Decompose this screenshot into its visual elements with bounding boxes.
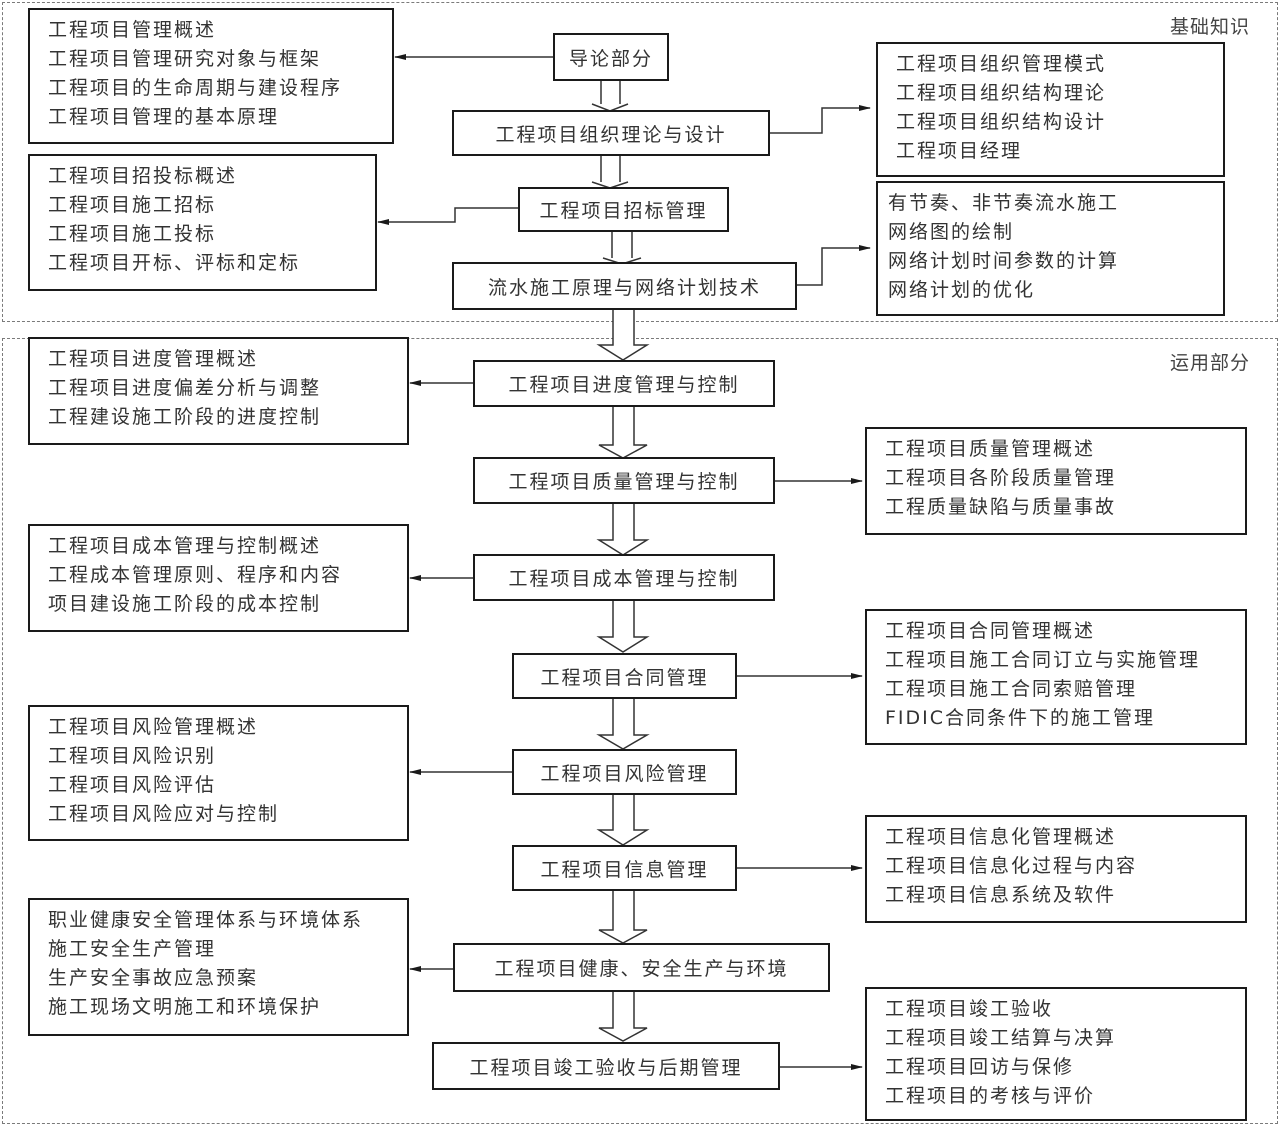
- detail-item: 网络计划的优化: [888, 279, 1036, 301]
- detail-item: 工程项目风险应对与控制: [48, 803, 280, 825]
- node-schedule: 工程项目进度管理与控制: [473, 360, 775, 407]
- node-flow-construction: 流水施工原理与网络计划技术: [452, 262, 797, 310]
- detail-intro: 工程项目管理概述 工程项目管理研究对象与框架 工程项目的生命周期与建设程序 工程…: [28, 8, 394, 144]
- node-organization: 工程项目组织理论与设计: [452, 110, 770, 156]
- detail-item: 工程项目成本管理与控制概述: [48, 535, 322, 557]
- detail-item: 工程项目招投标概述: [48, 165, 238, 187]
- node-contract: 工程项目合同管理: [512, 653, 737, 699]
- detail-item: 网络图的绘制: [888, 221, 1015, 243]
- detail-item: 工程项目竣工结算与决算: [885, 1027, 1117, 1049]
- detail-item: 工程项目施工合同订立与实施管理: [885, 649, 1201, 671]
- section-label-basic: 基础知识: [1170, 16, 1251, 38]
- detail-bidding: 工程项目招投标概述 工程项目施工招标 工程项目施工投标 工程项目开标、评标和定标: [28, 154, 377, 291]
- node-hse: 工程项目健康、安全生产与环境: [453, 943, 830, 992]
- detail-item: 生产安全事故应急预案: [48, 967, 259, 989]
- detail-item: 工程项目风险评估: [48, 774, 217, 796]
- detail-risk: 工程项目风险管理概述 工程项目风险识别 工程项目风险评估 工程项目风险应对与控制: [28, 705, 409, 841]
- node-label: 工程项目风险管理: [540, 762, 709, 785]
- detail-item: 工程项目组织结构理论: [896, 82, 1107, 104]
- detail-item: 工程项目进度管理概述: [48, 348, 259, 370]
- node-risk: 工程项目风险管理: [512, 749, 737, 795]
- detail-item: 施工安全生产管理: [48, 938, 217, 960]
- detail-item: 工程项目施工招标: [48, 194, 217, 216]
- detail-item: 有节奏、非节奏流水施工: [888, 192, 1120, 214]
- detail-organization: 工程项目组织管理模式 工程项目组织结构理论 工程项目组织结构设计 工程项目经理: [876, 42, 1225, 177]
- node-label: 工程项目健康、安全生产与环境: [494, 958, 789, 980]
- section-basic-knowledge: [2, 2, 1278, 322]
- node-label: 工程项目招标管理: [539, 200, 708, 222]
- detail-item: 工程项目风险识别: [48, 745, 217, 767]
- detail-item: 工程项目管理的基本原理: [48, 106, 280, 128]
- detail-item: 工程质量缺陷与质量事故: [885, 496, 1117, 518]
- detail-item: 工程项目信息系统及软件: [885, 884, 1117, 906]
- detail-item: 工程项目信息化管理概述: [885, 826, 1117, 848]
- detail-item: 工程项目竣工验收: [885, 998, 1054, 1020]
- node-information: 工程项目信息管理: [512, 845, 737, 891]
- detail-item: 工程项目回访与保修: [885, 1056, 1075, 1078]
- node-completion: 工程项目竣工验收与后期管理: [432, 1042, 780, 1090]
- detail-item: 工程项目组织管理模式: [896, 53, 1107, 75]
- detail-cost: 工程项目成本管理与控制概述 工程成本管理原则、程序和内容 项目建设施工阶段的成本…: [28, 524, 409, 632]
- detail-information: 工程项目信息化管理概述 工程项目信息化过程与内容 工程项目信息系统及软件: [865, 815, 1247, 923]
- node-label: 工程项目质量管理与控制: [508, 471, 740, 493]
- flow-arrows: [591, 80, 650, 1042]
- detail-item: 工程项目管理概述: [48, 19, 217, 41]
- detail-contract: 工程项目合同管理概述 工程项目施工合同订立与实施管理 工程项目施工合同索赔管理 …: [865, 609, 1247, 745]
- detail-item: 工程项目风险管理概述: [48, 716, 259, 738]
- node-cost: 工程项目成本管理与控制: [473, 554, 775, 601]
- detail-item: 工程项目合同管理概述: [885, 620, 1096, 642]
- detail-item: 工程项目施工合同索赔管理: [885, 678, 1138, 700]
- detail-completion: 工程项目竣工验收 工程项目竣工结算与决算 工程项目回访与保修 工程项目的考核与评…: [865, 987, 1247, 1121]
- detail-item: 工程项目组织结构设计: [896, 111, 1107, 133]
- detail-hse: 职业健康安全管理体系与环境体系 施工安全生产管理 生产安全事故应急预案 施工现场…: [28, 898, 409, 1036]
- node-label: 工程项目组织理论与设计: [495, 123, 727, 146]
- detail-item: 工程项目的生命周期与建设程序: [48, 77, 343, 99]
- detail-item: FIDIC合同条件下的施工管理: [885, 707, 1156, 729]
- section-applied: [2, 338, 1278, 1124]
- node-label: 流水施工原理与网络计划技术: [487, 276, 761, 299]
- node-label: 工程项目竣工验收与后期管理: [469, 1056, 743, 1079]
- detail-item: 施工现场文明施工和环境保护: [48, 996, 322, 1018]
- detail-item: 工程项目施工投标: [48, 223, 217, 245]
- detail-item: 网络计划时间参数的计算: [888, 250, 1120, 272]
- node-quality: 工程项目质量管理与控制: [473, 457, 775, 504]
- node-intro: 导论部分: [553, 33, 669, 81]
- detail-item: 项目建设施工阶段的成本控制: [48, 593, 322, 615]
- detail-quality: 工程项目质量管理概述 工程项目各阶段质量管理 工程质量缺陷与质量事故: [865, 427, 1247, 535]
- detail-item: 工程项目的考核与评价: [885, 1085, 1096, 1107]
- node-label: 工程项目合同管理: [540, 666, 709, 689]
- detail-item: 工程项目开标、评标和定标: [48, 252, 301, 274]
- node-label: 工程项目成本管理与控制: [508, 568, 740, 590]
- detail-item: 工程建设施工阶段的进度控制: [48, 406, 322, 428]
- detail-item: 工程项目信息化过程与内容: [885, 855, 1138, 877]
- detail-item: 职业健康安全管理体系与环境体系: [48, 909, 364, 931]
- detail-item: 工程成本管理原则、程序和内容: [48, 564, 343, 586]
- node-bidding: 工程项目招标管理: [518, 187, 729, 232]
- detail-schedule: 工程项目进度管理概述 工程项目进度偏差分析与调整 工程建设施工阶段的进度控制: [28, 337, 409, 445]
- node-label: 工程项目信息管理: [540, 858, 709, 881]
- detail-item: 工程项目进度偏差分析与调整: [48, 377, 322, 399]
- detail-item: 工程项目管理研究对象与框架: [48, 48, 322, 70]
- node-label: 导论部分: [568, 47, 653, 70]
- detail-flow-construction: 有节奏、非节奏流水施工 网络图的绘制 网络计划时间参数的计算 网络计划的优化: [876, 181, 1225, 316]
- detail-item: 工程项目经理: [896, 140, 1023, 162]
- detail-item: 工程项目各阶段质量管理: [885, 467, 1117, 489]
- section-label-applied: 运用部分: [1170, 352, 1251, 374]
- detail-item: 工程项目质量管理概述: [885, 438, 1096, 460]
- node-label: 工程项目进度管理与控制: [508, 374, 740, 396]
